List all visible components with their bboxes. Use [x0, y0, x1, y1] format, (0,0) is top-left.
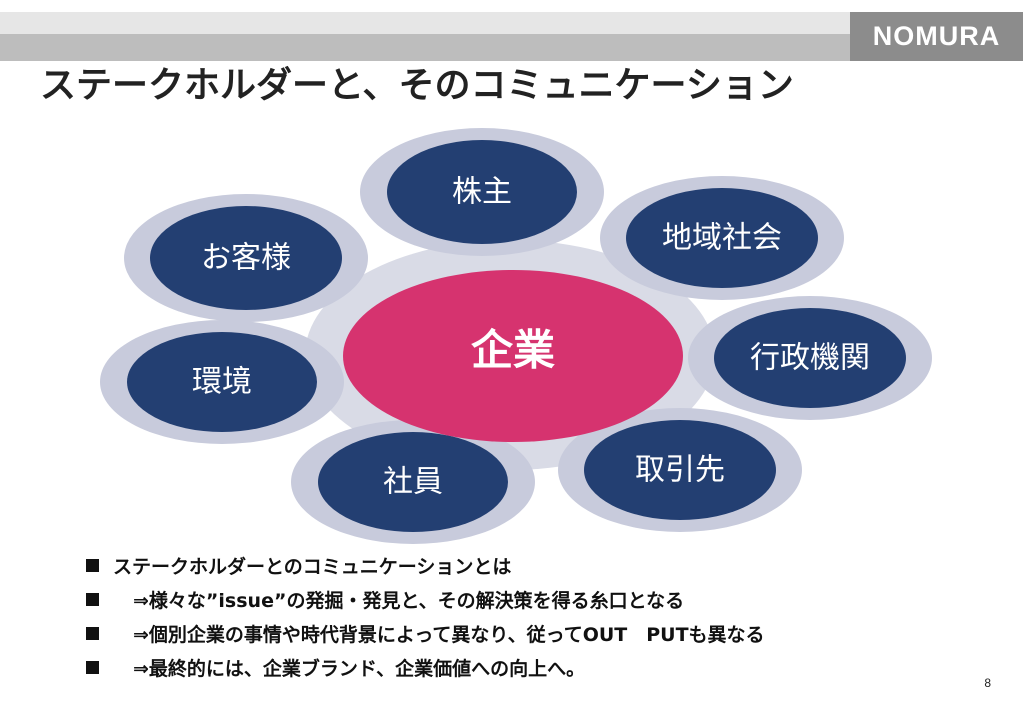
center-label: 企業 — [471, 326, 555, 375]
center-ellipse — [343, 270, 683, 442]
node-company-center: 企業 — [343, 270, 683, 442]
bullet-item: ⇒最終的には、企業ブランド、企業価値への向上へ。 — [86, 650, 765, 684]
node-customers: お客様 — [124, 194, 368, 322]
header-band-light — [0, 12, 850, 34]
nomura-logo: NOMURA — [850, 12, 1023, 61]
node-core — [626, 188, 818, 288]
square-bullet-icon — [86, 592, 99, 606]
node-core — [584, 420, 776, 520]
bullet-list: ステークホルダーとのコミュニケーションとは ⇒様々な”issue”の発掘・発見と… — [86, 548, 765, 684]
node-core — [387, 140, 577, 244]
node-government: 行政機関 — [688, 296, 932, 420]
node-shareholders: 株主 — [360, 128, 604, 256]
square-bullet-icon — [86, 660, 99, 674]
node-environment: 環境 — [100, 320, 344, 444]
node-label: 社員 — [383, 465, 443, 500]
bullet-text: ⇒最終的には、企業ブランド、企業価値への向上へ。 — [133, 657, 586, 680]
header-band-dark — [0, 34, 850, 61]
node-label: 環境 — [192, 365, 252, 400]
bullet-item: ⇒様々な”issue”の発掘・発見と、その解決策を得る糸口となる — [86, 582, 765, 616]
node-local-community: 地域社会 — [600, 176, 844, 300]
square-bullet-icon — [86, 626, 99, 640]
bullet-item: ⇒個別企業の事情や時代背景によって異なり、従ってOUT PUTも異なる — [86, 616, 765, 650]
slide-title: ステークホルダーと、そのコミュニケーション — [40, 65, 794, 106]
node-core — [714, 308, 906, 408]
square-bullet-icon — [86, 558, 99, 572]
node-business-partners: 取引先 — [558, 408, 802, 532]
node-core — [127, 332, 317, 432]
node-label: 行政機関 — [750, 341, 870, 376]
node-label: 取引先 — [635, 453, 725, 488]
node-label: お客様 — [201, 241, 291, 276]
node-employees: 社員 — [291, 420, 535, 544]
node-core — [150, 206, 342, 310]
node-label: 地域社会 — [662, 221, 782, 256]
node-label: 株主 — [452, 175, 512, 210]
bullet-item: ステークホルダーとのコミュニケーションとは — [86, 548, 765, 582]
bullet-text: ⇒個別企業の事情や時代背景によって異なり、従ってOUT PUTも異なる — [133, 623, 765, 646]
node-core — [318, 432, 508, 532]
logo-text: NOMURA — [872, 21, 1001, 51]
bullet-text: ステークホルダーとのコミュニケーションとは — [113, 555, 512, 578]
page-number: 8 — [984, 676, 991, 690]
bullet-text: ⇒様々な”issue”の発掘・発見と、その解決策を得る糸口となる — [133, 589, 685, 612]
